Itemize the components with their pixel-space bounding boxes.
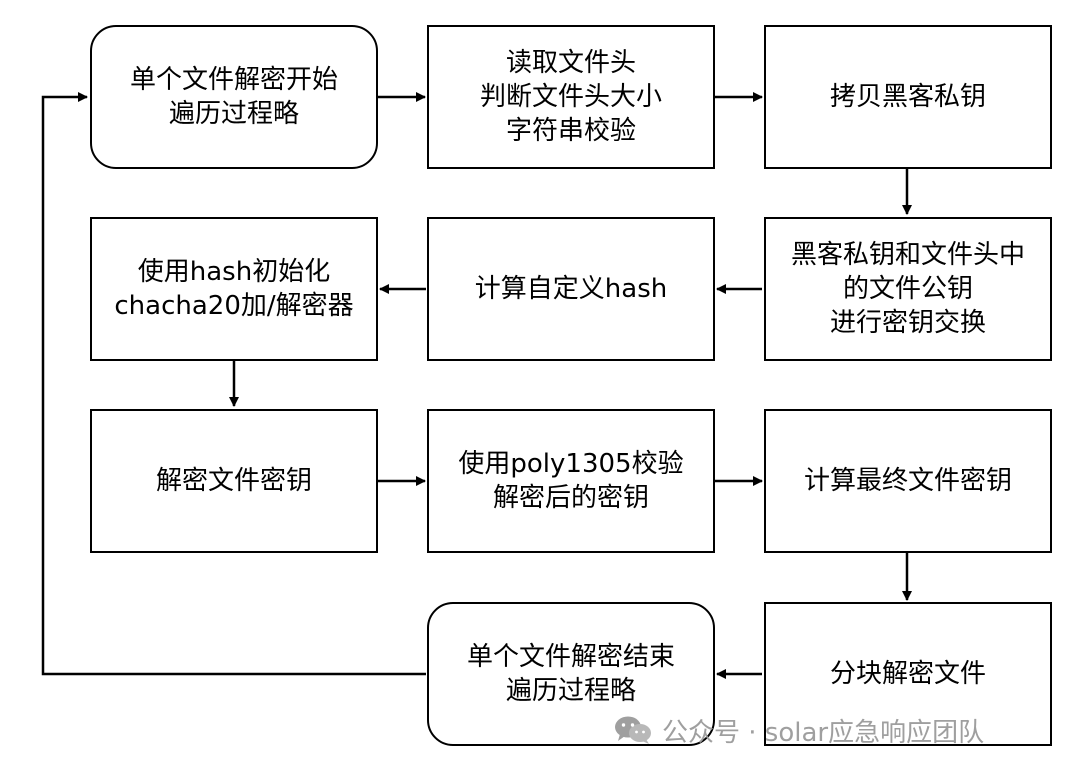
watermark-text: 公众号 · solar应急响应团队 [662, 717, 985, 748]
node-decrypt-file-key: 解密文件密钥 [90, 409, 378, 553]
node-init-chacha20-label: 使用hash初始化 chacha20加/解密器 [114, 257, 354, 321]
node-decrypt-start: 单个文件解密开始 遍历过程略 [90, 25, 378, 169]
node-final-file-key: 计算最终文件密钥 [764, 409, 1052, 553]
node-decrypt-end: 单个文件解密结束 遍历过程略 [427, 602, 715, 746]
node-decrypt-start-label: 单个文件解密开始 遍历过程略 [129, 65, 338, 129]
node-read-header-label: 读取文件头 判断文件头大小 字符串校验 [479, 48, 662, 146]
node-decrypt-end-label: 单个文件解密结束 遍历过程略 [466, 642, 675, 706]
watermark: 公众号 · solar应急响应团队 [614, 712, 984, 748]
node-copy-private-key-label: 拷贝黑客私钥 [829, 82, 986, 112]
node-custom-hash: 计算自定义hash [427, 217, 715, 361]
node-decrypt-file-key-label: 解密文件密钥 [155, 466, 312, 496]
node-final-file-key-label: 计算最终文件密钥 [803, 466, 1012, 496]
node-key-exchange: 黑客私钥和文件头中 的文件公钥 进行密钥交换 [764, 217, 1052, 361]
wechat-icon [614, 715, 652, 745]
node-chunk-decrypt: 分块解密文件 [764, 602, 1052, 746]
node-custom-hash-label: 计算自定义hash [474, 274, 668, 304]
node-read-header: 读取文件头 判断文件头大小 字符串校验 [427, 25, 715, 169]
node-poly1305-verify: 使用poly1305校验 解密后的密钥 [427, 409, 715, 553]
node-chunk-decrypt-label: 分块解密文件 [829, 659, 986, 689]
node-poly1305-verify-label: 使用poly1305校验 解密后的密钥 [458, 449, 684, 513]
node-copy-private-key: 拷贝黑客私钥 [764, 25, 1052, 169]
arrow-n11-n1-loop [41, 92, 426, 676]
node-key-exchange-label: 黑客私钥和文件头中 的文件公钥 进行密钥交换 [790, 240, 1025, 338]
node-init-chacha20: 使用hash初始化 chacha20加/解密器 [90, 217, 378, 361]
